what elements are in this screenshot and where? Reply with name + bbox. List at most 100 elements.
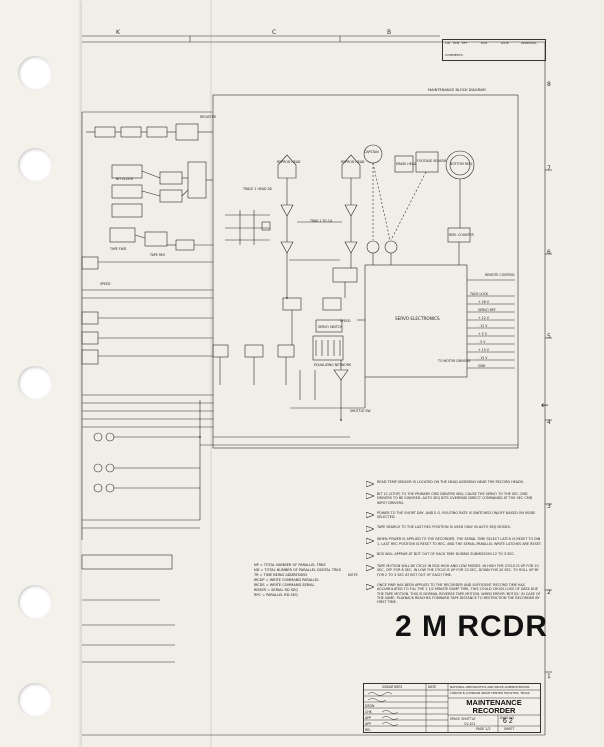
punch-hole-5 [18, 683, 52, 717]
note-flag-icon [366, 583, 374, 590]
block-diagram-title: MAINTENANCE BLOCK DIAGRAM [428, 88, 486, 92]
tape-rev-label: TAPE REV [149, 253, 166, 257]
sig-row-app: APP [365, 716, 372, 720]
output-line-5: + 5 V [478, 332, 488, 336]
rev-header-pcn: PCN [453, 41, 460, 45]
output-line-9: GND [478, 364, 486, 368]
output-line-2: SERVO REF [478, 308, 496, 312]
revision-block: LTR PCN EFF ECO DATE APPROVAL COMMENTS: [442, 39, 546, 61]
rev-comments-label: COMMENTS: [445, 53, 464, 57]
left-arrow-icon: ← [541, 401, 549, 411]
legend-line: IRCDP = WRITE COMMAND PARALLEL [254, 578, 320, 582]
footage-sensor-label: FOOTAGE SENSOR [417, 159, 447, 163]
reel-counter-label: REEL COUNTER [449, 233, 474, 237]
trace-label: TRACE 1 HEAD 2B [242, 187, 272, 191]
drawing-number: 6 2 [503, 718, 513, 725]
output-line-1: + 28 V [478, 300, 490, 304]
note-text: POWER TO THE SHORT DAY, AND E.G. ROUTING… [377, 510, 536, 520]
program-label: SPACE SHUTTLE [450, 717, 476, 721]
legend-line: IRCDS = WRITE COMMAND SERIAL [254, 583, 315, 587]
to-motor-drivers-label: TO MOTOR DRIVERS [437, 359, 470, 363]
shuttle-sw-label: SHUTTLE SW [350, 409, 371, 413]
notes-list: READ TEMP SENSOR IS LOCATED ON THE HEAD … [366, 480, 542, 610]
document-title: MAINTENANCE RECORDER [450, 699, 538, 715]
note-item: BIT 12 (STOP) TO THE PRIMARY CMD DRIVERS… [366, 492, 542, 505]
document-title-line1: MAINTENANCE [466, 698, 522, 707]
note-flag-icon [366, 565, 374, 572]
page-label: PAGE 1/2 [476, 727, 491, 731]
rev-header-eco: ECO [481, 41, 488, 45]
zone-number-3: 3 [547, 503, 551, 510]
agency-name: NATIONAL AERONAUTICS AND SPACE ADMINISTR… [450, 685, 530, 689]
note-item: READ TEMP SENSOR IS LOCATED ON THE HEAD … [366, 480, 542, 487]
legend-line: RDSER = SERIAL RD SEQ [254, 588, 298, 592]
drawing-big-title: 2 M RCDR [395, 610, 549, 643]
equalizing-network-label: EQUALIZING NETWORK [314, 363, 352, 367]
note-text: ONCE PWR HAS BEEN APPLIED TO THE RECORDE… [377, 582, 541, 605]
note-text: BOS WILL APPEAR AT BOT OUT OF EACH TIME … [377, 552, 515, 557]
servo-electronics-label: SERVO ELECTRONICS [395, 316, 440, 321]
output-line-8: - 15 V [478, 356, 488, 360]
note-text: TAPE SEARCH TO THE LAST REC POSITION IS … [377, 525, 511, 530]
reprod-head-2-label: REPROD HEAD [341, 160, 365, 164]
punch-hole-2 [18, 148, 52, 182]
zone-letter-b: B [387, 29, 391, 36]
zone-number-5: 5 [547, 333, 551, 340]
note-item: TAPE SEARCH TO THE LAST REC POSITION IS … [366, 525, 542, 533]
legend-line: Np = TOTAL NUMBER OF PARALLEL TRKS [254, 563, 326, 567]
sig-row-dsgn: DSGN [365, 704, 375, 708]
center-name: LYNDON B. JOHNSON SPACE CENTER HOUSTON, … [450, 691, 530, 695]
punch-hole-3 [18, 366, 52, 400]
rev-header-approval: APPROVAL [521, 41, 537, 45]
note-item: WHEN POWER IS APPLIED TO THE RECORDER, T… [366, 537, 542, 546]
zone-letter-k: K [116, 29, 121, 36]
sheet-label: SHEET [504, 727, 515, 731]
sig-row-rel: REL [365, 728, 372, 732]
fold-line [210, 0, 212, 747]
output-line-4: - 12 V [478, 324, 488, 328]
remote-control-label: REMOTE CONTROL [485, 273, 515, 277]
note-item: BOS WILL APPEAR AT BOT OUT OF EACH TIME … [366, 552, 542, 560]
tape-fwd-label: TAPE FWD [109, 247, 127, 251]
title-block: SIGNATURES DATE DSGN CHK APP APP REL NAT… [363, 683, 541, 733]
note-text: WHEN POWER IS APPLIED TO THE RECORDER, T… [377, 537, 542, 546]
sig-row-chk: CHK [365, 710, 372, 714]
zone-number-7: 7 [547, 165, 551, 172]
rev-header-date: DATE [501, 41, 509, 45]
servo-switch-label: SERVO SWITCH [318, 325, 343, 329]
zone-number-2: 2 [547, 589, 551, 596]
signatures-label: SIGNATURES [382, 685, 403, 689]
note-flag-icon [366, 553, 374, 560]
legend-note-label: NOTE [348, 573, 358, 577]
note-text: READ TEMP SENSOR IS LOCATED ON THE HEAD … [377, 480, 524, 484]
note-flag-icon [366, 538, 374, 545]
tach-lock-label: TACH LOCK [469, 292, 489, 296]
speed-label: SPEED [340, 319, 351, 323]
title-block-grid [364, 684, 540, 732]
note-flag-icon [366, 493, 374, 499]
servo-output-lines: + 28 V SERVO REF + 12 V - 12 V + 5 V - 5… [478, 300, 496, 368]
output-line-3: + 12 V [478, 316, 490, 320]
note-flag-icon [366, 526, 374, 533]
output-line-7: + 15 V [478, 348, 490, 352]
zone-number-4: 4 [547, 419, 551, 426]
bottom-reel-label: BOTTOM REEL [450, 162, 473, 166]
zone-letter-c: C [272, 29, 276, 36]
date-label: DATE [428, 685, 437, 689]
rev-header-eff: EFF [462, 41, 468, 45]
legend-line: RPC = PARALLEL RD SEQ [254, 593, 298, 597]
punch-hole-4 [18, 585, 52, 619]
legend-line: Nd = TOTAL NUMBER OF PARALLEL DIGITAL TR… [254, 568, 341, 572]
zone-number-6: 6 [547, 249, 551, 256]
front-sheet [82, 0, 604, 747]
sig-row-app: APP [365, 722, 372, 726]
document-title-line2: RECORDER [472, 706, 516, 715]
punch-hole-1 [18, 56, 52, 90]
dwg-no-label: DWG NO [500, 716, 514, 720]
capstan-label: CAPSTAN [364, 150, 379, 154]
note-text: BIT 12 (STOP) TO THE PRIMARY CMD DRIVERS… [377, 492, 533, 505]
rev-header-ltr: LTR [445, 41, 451, 45]
legend: Np = TOTAL NUMBER OF PARALLEL TRKS Nd = … [254, 563, 364, 598]
zone-number-8: 8 [547, 81, 551, 88]
